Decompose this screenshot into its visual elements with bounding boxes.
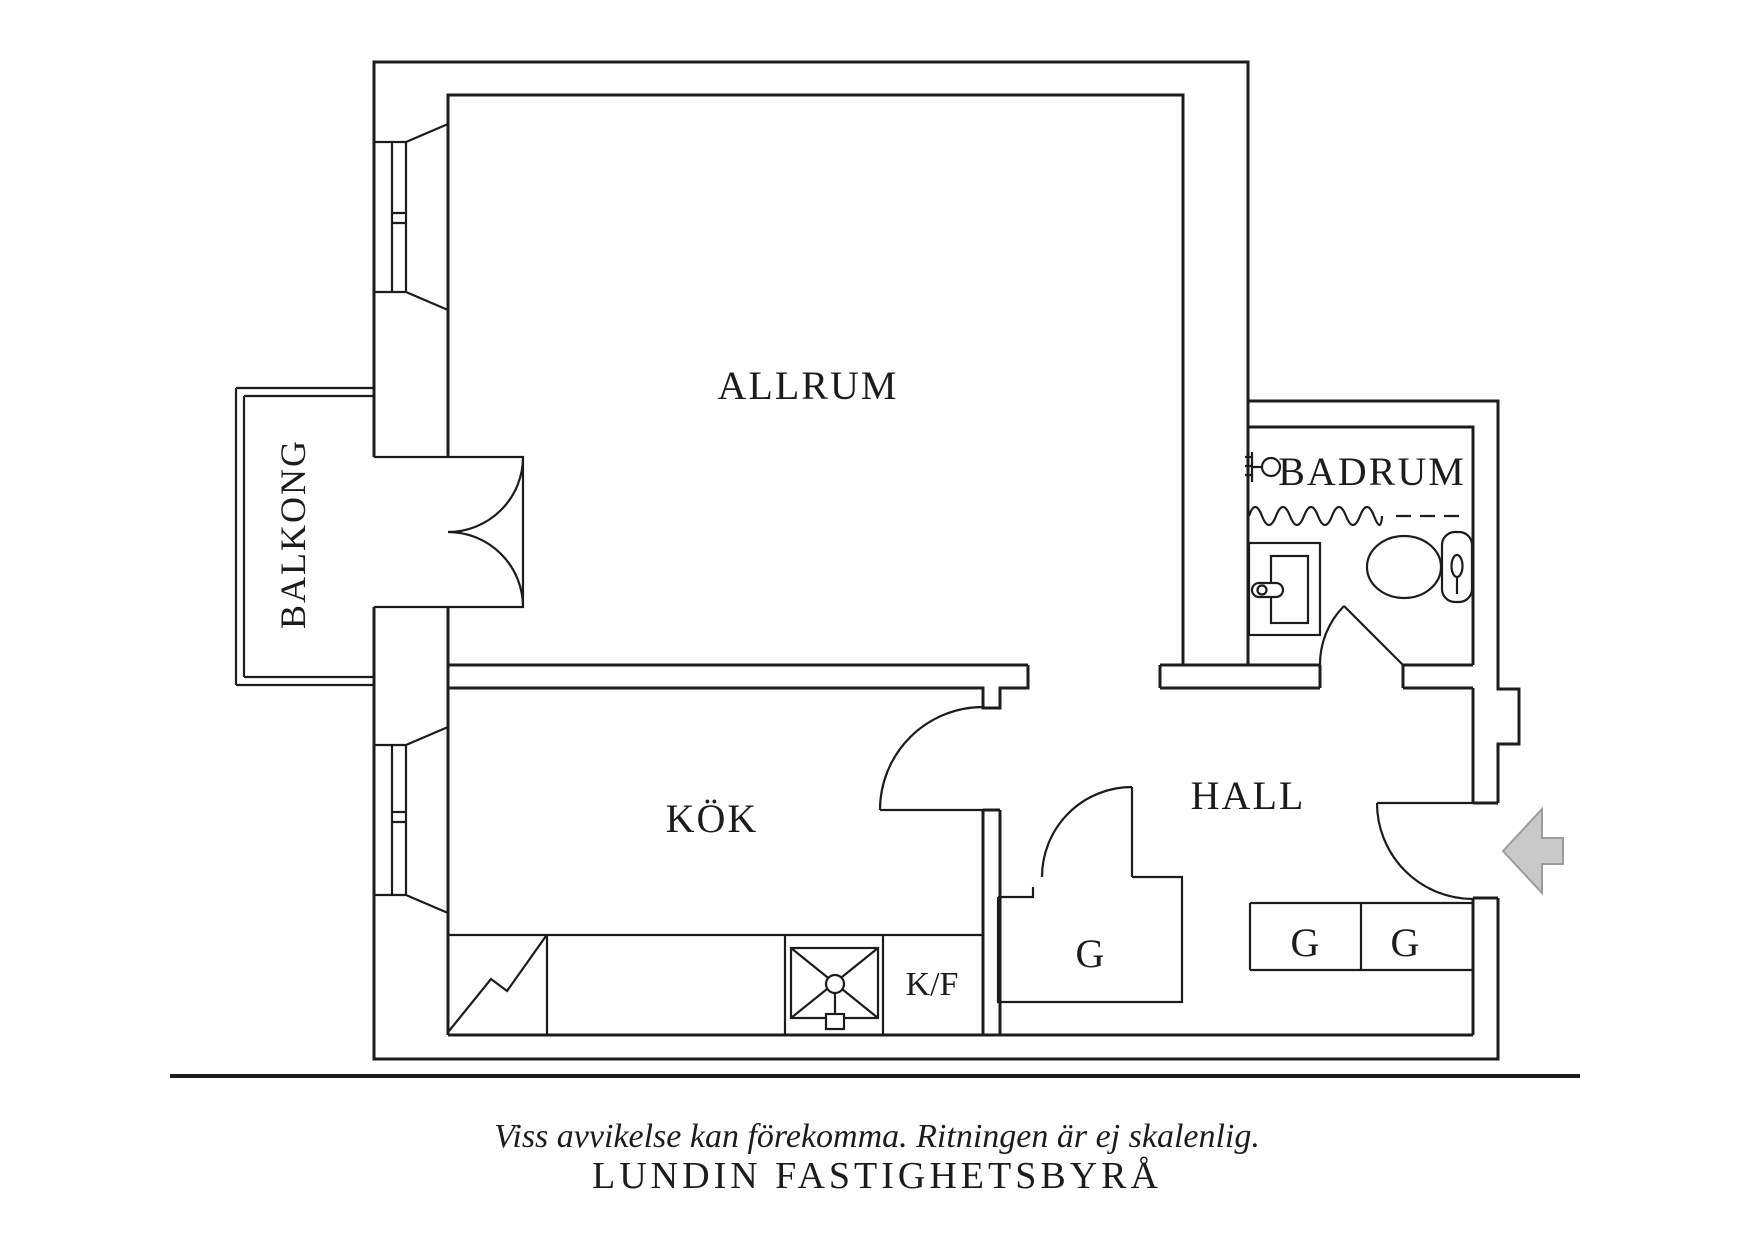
kok-window-icon (374, 725, 449, 915)
toilet-icon (1365, 530, 1474, 604)
allrum-kok-wall (448, 663, 1030, 710)
room-label-allrum: ALLRUM (718, 363, 899, 408)
inner-wall-top-left (446, 93, 1185, 1035)
footer-disclaimer: Viss avvikelse kan förekomma. Ritningen … (494, 1118, 1260, 1155)
sink-icon (789, 946, 880, 1031)
allrum-window-icon (374, 122, 449, 312)
room-label-hall: HALL (1191, 773, 1306, 818)
closet-label-g-hall: G (1076, 931, 1105, 976)
walls (372, 60, 1521, 1061)
closet-g-hall-outline (996, 785, 1184, 1004)
bathroom-fixtures (1245, 452, 1474, 637)
doors (878, 605, 1474, 901)
stove-icon (448, 935, 547, 1032)
shower-icon (1245, 452, 1282, 482)
closet-label-g-entry-right: G (1391, 920, 1420, 965)
balcony-door-icon (374, 455, 525, 609)
balcony (234, 386, 525, 687)
balcony-railing (234, 386, 374, 687)
hall-badrum-wall (1158, 663, 1473, 690)
badrum-door-icon (1318, 605, 1404, 666)
room-label-kok: KÖK (666, 796, 759, 841)
windows (374, 122, 449, 915)
entry-door-icon (1375, 801, 1474, 901)
kitchen-fittings (448, 933, 983, 1035)
footer-agency: LUNDIN FASTIGHETSBYRÅ (592, 1155, 1162, 1197)
room-label-balkong: BALKONG (273, 439, 313, 629)
closet-g-entry-outline (1248, 901, 1473, 972)
outer-wall (372, 60, 1521, 1061)
room-label-badrum: BADRUM (1278, 449, 1466, 494)
closet-label-g-entry-left: G (1291, 920, 1320, 965)
shower-curtain-icon (1247, 505, 1384, 527)
kitchen-door-icon (878, 705, 984, 812)
kok-hall-wall (981, 808, 1002, 1035)
appliance-label-kf: K/F (906, 966, 959, 1003)
kitchen-counter (448, 933, 983, 1035)
entry-arrow-icon (1501, 806, 1564, 896)
hall-closets (996, 785, 1473, 1004)
washbasin-icon (1247, 541, 1322, 637)
